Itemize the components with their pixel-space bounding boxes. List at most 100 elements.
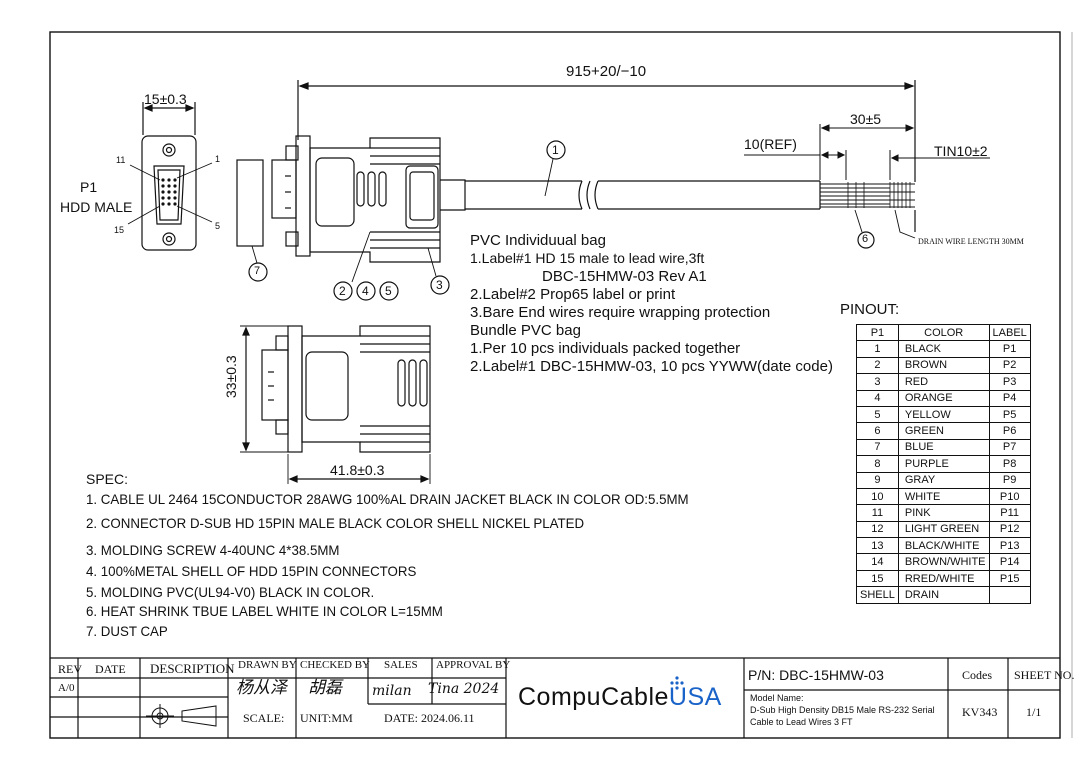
pin-number-cell: 10 xyxy=(856,487,899,506)
wire-color-cell: GRAY xyxy=(897,471,990,489)
pin-number-cell: 2 xyxy=(856,356,899,375)
pin-label-cell: P9 xyxy=(988,471,1031,489)
pin-label-cell: P10 xyxy=(988,487,1031,506)
note-line-7: 1.Per 10 pcs individuals packed together xyxy=(470,340,741,357)
ref-length-label: 10(REF) xyxy=(744,136,797,152)
pin-label-cell: P2 xyxy=(988,356,1031,375)
description-header: DESCRIPTION xyxy=(150,661,235,676)
note-line-8: 2.Label#1 DBC-15HMW-03, 10 pcs YYWW(date… xyxy=(470,358,833,375)
note-line-1: PVC Individuual bag xyxy=(470,232,606,249)
pin-label-cell: P15 xyxy=(988,569,1031,588)
callout-6: 6 xyxy=(862,233,869,245)
pin-number-cell: 9 xyxy=(856,471,899,489)
wire-color-cell: RED xyxy=(897,373,990,391)
pin-number-cell: 8 xyxy=(856,455,899,473)
pin-label-cell: LABEL xyxy=(988,323,1031,342)
wire-color-cell: DRAIN xyxy=(897,586,990,604)
logo-dot-icon xyxy=(670,676,684,690)
drawing-frame xyxy=(49,31,1061,739)
pin-label-cell: P4 xyxy=(988,389,1031,407)
callout-7: 7 xyxy=(254,265,261,277)
note-line-6: Bundle PVC bag xyxy=(470,322,581,339)
model-line-1: D-Sub High Density DB15 Male RS-232 Seri… xyxy=(750,705,935,715)
molding-side-view xyxy=(240,325,431,484)
pin-number-cell: 11 xyxy=(856,504,899,522)
pin-number-cell: 12 xyxy=(856,520,899,539)
wire-color-cell: PURPLE xyxy=(897,455,990,473)
projection-symbol xyxy=(146,704,217,728)
sheet-value: 1/1 xyxy=(1026,705,1042,719)
wire-color-cell: BLUE xyxy=(897,438,990,457)
pin-number-cell: 7 xyxy=(856,438,899,457)
note-line-4: 2.Label#2 Prop65 label or print xyxy=(470,286,676,303)
spec-item-6: 6. HEAT SHRINK TBUE LABEL WHITE IN COLOR… xyxy=(86,603,443,619)
pin-number-cell: 15 xyxy=(856,569,899,588)
callout-5: 5 xyxy=(385,284,392,298)
strip-length-label: 30±5 xyxy=(850,111,882,127)
wire-color-cell: LIGHT GREEN xyxy=(897,520,990,539)
wire-color-cell: COLOR xyxy=(897,323,990,342)
spec-item-3: 3. MOLDING SCREW 4-40UNC 4*38.5MM xyxy=(86,542,340,558)
wire-color-cell: BROWN xyxy=(897,356,990,375)
note-line-3: DBC-15HMW-03 Rev A1 xyxy=(542,268,707,285)
spec-item-5: 5. MOLDING PVC(UL94-V0) BLACK IN COLOR. xyxy=(86,584,375,600)
pin-number-cell: SHELL xyxy=(856,586,899,604)
dust-cap xyxy=(236,159,268,282)
wire-color-cell: BLACK xyxy=(897,340,990,358)
connector-front-view xyxy=(127,135,213,251)
spec-item-7: 7. DUST CAP xyxy=(86,623,168,639)
overall-length-label: 915+20/−10 xyxy=(566,63,647,80)
tin-length-label: TIN10±2 xyxy=(934,143,988,159)
pin-label-cell: P14 xyxy=(988,553,1031,571)
sheet-header: SHEET NO. xyxy=(1014,668,1075,682)
molding-length-label: 41.8±0.3 xyxy=(330,462,385,478)
spec-title: SPEC: xyxy=(86,471,129,487)
company-logo: CompuCableUSA xyxy=(518,685,722,710)
pin-number-cell: 4 xyxy=(856,389,899,407)
head-width-dimension xyxy=(142,102,196,135)
rev-header: REV xyxy=(58,662,82,676)
wire-color-cell: WHITE xyxy=(897,487,990,506)
pin-label-cell: P7 xyxy=(988,438,1031,457)
sales-signature: milan xyxy=(372,683,412,699)
unit-label: UNIT:MM xyxy=(300,711,353,725)
scale-label: SCALE: xyxy=(243,711,285,725)
checked-by-signature: 胡磊 xyxy=(308,678,342,698)
drain-wire-note: DRAIN WIRE LENGTH 30MM xyxy=(918,237,1024,246)
callout-1: 1 xyxy=(552,143,559,157)
pin-label-cell: P1 xyxy=(988,340,1031,358)
pin-label-cell: P5 xyxy=(988,405,1031,424)
date-header: DATE xyxy=(95,662,126,676)
connector-type-label: HDD MALE xyxy=(60,199,133,215)
callout-3: 3 xyxy=(436,278,443,292)
pin-number-cell: P1 xyxy=(856,323,899,342)
pin-number-cell: 13 xyxy=(856,537,899,555)
molding-height-label: 33±0.3 xyxy=(223,355,239,398)
pin-number-cell: 1 xyxy=(856,340,899,358)
connector-side-view xyxy=(271,135,466,263)
date-label: DATE: 2024.06.11 xyxy=(384,711,475,725)
rev-value: A/0 xyxy=(58,682,75,694)
callout-bubbles xyxy=(333,140,875,301)
callout-4: 4 xyxy=(362,284,369,298)
note-line-2: 1.Label#1 HD 15 male to lead wire,3ft xyxy=(470,250,705,266)
cable xyxy=(465,180,916,239)
pin-label-cell: P13 xyxy=(988,537,1031,555)
pin-number-cell: 5 xyxy=(856,405,899,424)
wire-color-cell: BLACK/WHITE xyxy=(897,537,990,555)
wire-color-cell: RRED/WHITE xyxy=(897,569,990,588)
approval-signature: Tina 2024 xyxy=(428,681,500,697)
